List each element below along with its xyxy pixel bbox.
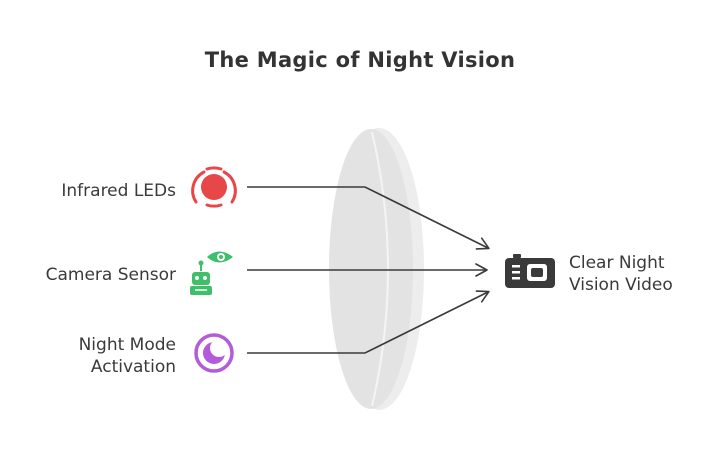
infrared-led-icon [191, 166, 237, 208]
arrow-night-mode [247, 290, 490, 354]
output-label-line: Clear Night [569, 253, 665, 273]
robot-eye-icon [190, 251, 233, 295]
input-label-line: Night Mode [78, 335, 176, 355]
arrow-infrared [247, 186, 490, 250]
lens [329, 128, 424, 410]
camera-icon [505, 254, 555, 288]
output-label-line: Vision Video [569, 275, 673, 295]
moon-icon [194, 333, 234, 373]
input-label-night-mode-activation: Night Mode Activation [36, 334, 176, 378]
diagram-title: The Magic of Night Vision [204, 48, 516, 72]
input-label-infrared-leds: Infrared LEDs [61, 181, 176, 201]
output-label: Clear Night Vision Video [569, 252, 709, 296]
input-label-line: Activation [90, 357, 176, 377]
input-label-camera-sensor: Camera Sensor [45, 265, 176, 285]
